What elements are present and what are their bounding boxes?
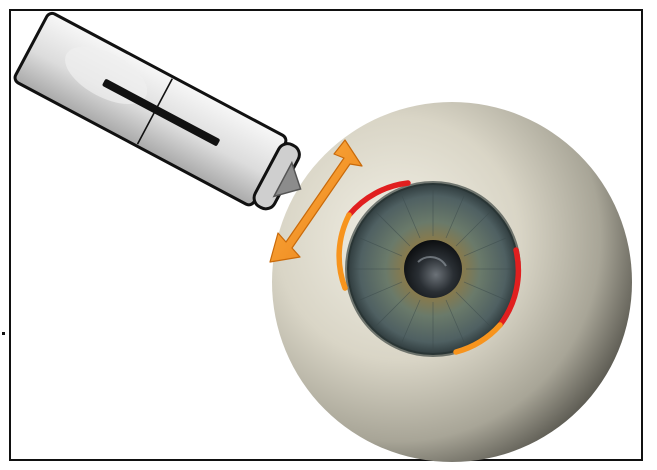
pupil xyxy=(404,240,462,298)
eyeball xyxy=(272,102,632,462)
probe xyxy=(13,11,319,223)
